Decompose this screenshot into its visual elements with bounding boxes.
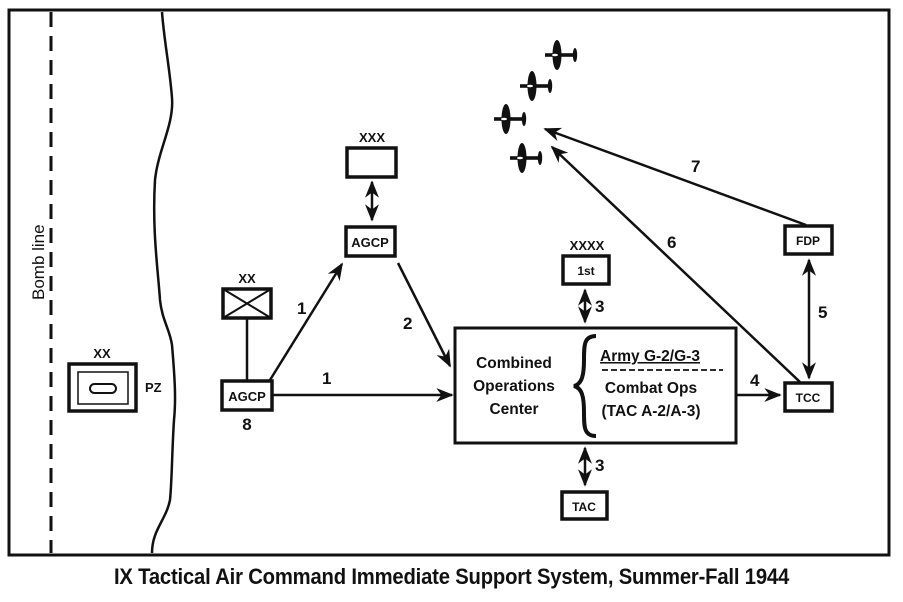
tac-box[interactable] [560, 490, 609, 521]
aircraft-icon [510, 143, 543, 173]
arrow-6 [550, 145, 801, 383]
pz-side-label: PZ [145, 380, 162, 395]
coc-upper-label: Army G-2/G-3 [600, 348, 700, 365]
infantry-cross-icon-2 [222, 288, 272, 319]
coc-title-line-1: Combined [476, 355, 552, 372]
corps-echelon: XXX [359, 130, 385, 145]
agcp-division-label: AGCP [228, 389, 266, 404]
aircraft-icon [494, 104, 527, 134]
fdp-label: FDP [796, 234, 820, 248]
pz-division-echelon: XX [93, 346, 111, 361]
arrow-6-label: 6 [667, 233, 676, 252]
agcp-division-number: 8 [242, 415, 251, 434]
arrow-5-label: 5 [818, 303, 827, 322]
aircraft-icon [520, 71, 553, 101]
arrow-2-label: 2 [403, 314, 412, 333]
brace-icon [573, 334, 597, 438]
infantry-division-echelon: XX [238, 271, 256, 286]
coc-title-line-3: Center [489, 401, 538, 418]
aircraft-icon [545, 40, 578, 70]
army-label: 1st [577, 264, 594, 278]
arrow-1-up [268, 262, 344, 381]
arrow-3-bottom-label: 3 [595, 456, 604, 475]
corps-box[interactable] [345, 146, 398, 179]
tcc-label: TCC [796, 391, 821, 405]
army-box[interactable] [561, 254, 611, 286]
armor-icon [89, 383, 117, 394]
front-line [150, 11, 177, 554]
agcp-corps-box[interactable] [344, 225, 397, 258]
figure-caption: IX Tactical Air Command Immediate Suppor… [113, 564, 790, 589]
arrow-1-up-label: 1 [297, 299, 306, 318]
tac-label: TAC [572, 500, 596, 514]
coc-lower-line-2: (TAC A-2/A-3) [601, 403, 700, 420]
fdp-box[interactable] [783, 224, 834, 256]
arrow-1-right-label: 1 [322, 369, 331, 388]
agcp-corps-label: AGCP [351, 235, 389, 250]
tcc-box[interactable] [783, 381, 834, 413]
coc-lower-line-1: Combat Ops [605, 380, 697, 397]
arrow-4-label: 4 [750, 371, 760, 390]
combined-operations-center[interactable] [453, 326, 738, 445]
arrow-7 [543, 127, 807, 227]
coc-title-line-2: Operations [473, 378, 555, 395]
arrow-7-label: 7 [691, 157, 700, 176]
diagram-frame [7, 8, 891, 557]
pz-division-inner [77, 371, 129, 405]
aircraft-formation [494, 40, 578, 173]
army-echelon: XXXX [570, 238, 605, 253]
bomb-line-label: Bomb line [29, 224, 48, 300]
arrow-3-top-label: 3 [595, 297, 604, 316]
arrow-2 [396, 262, 452, 368]
